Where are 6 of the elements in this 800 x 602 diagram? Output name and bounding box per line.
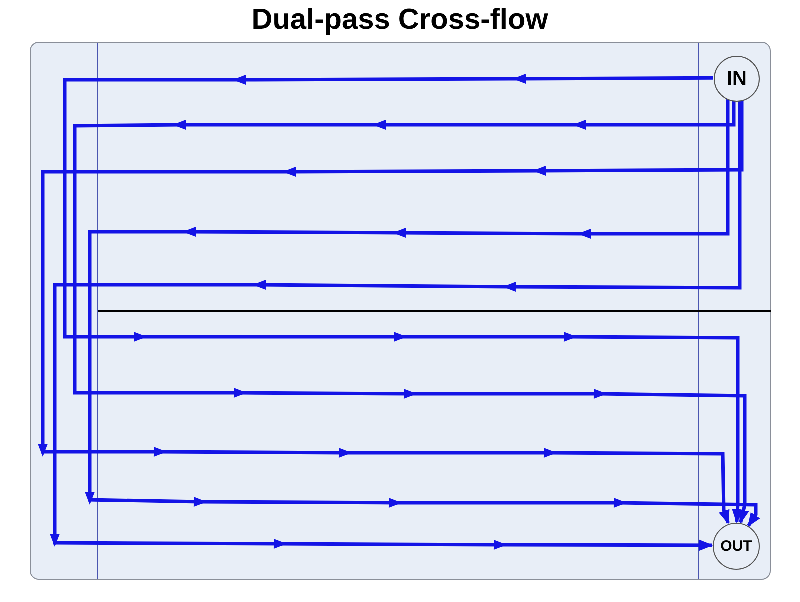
exchanger-panel: [30, 42, 771, 580]
port-circle: [713, 523, 760, 570]
port-circle: [714, 56, 760, 102]
port-label: OUT: [720, 538, 752, 555]
port-label: IN: [727, 68, 747, 90]
diagram-title: Dual-pass Cross-flow: [250, 4, 550, 37]
